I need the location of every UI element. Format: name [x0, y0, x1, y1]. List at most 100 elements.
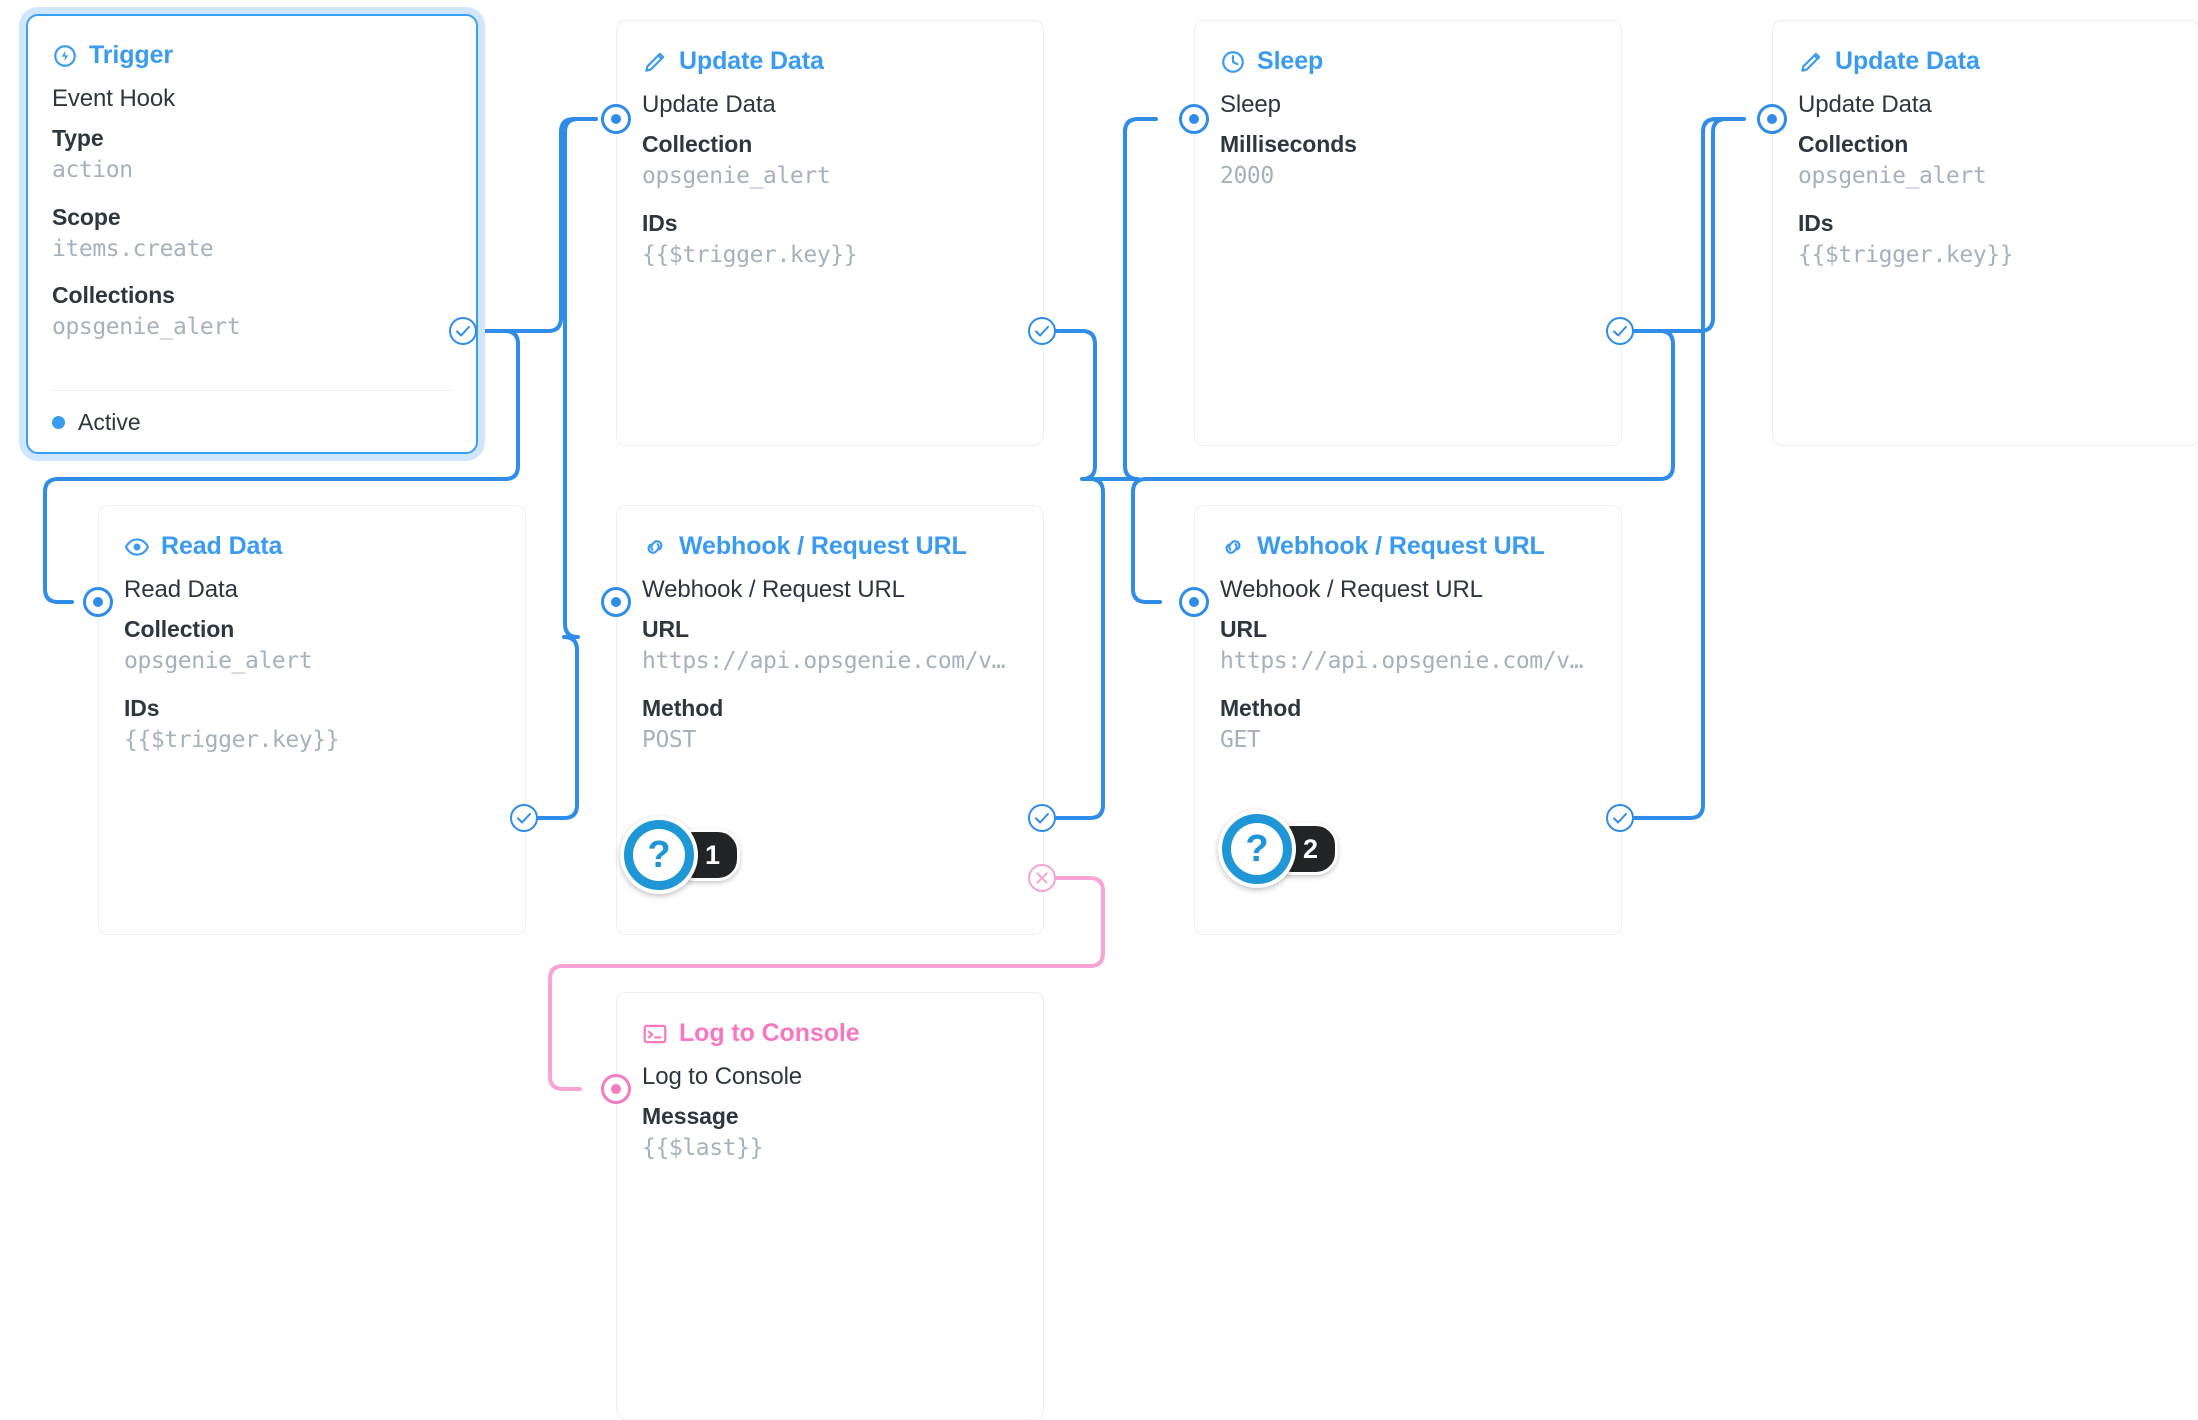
field-label: IDs [1798, 209, 1834, 236]
trigger-status-row: Active [52, 390, 452, 436]
lightning-circle-icon [52, 43, 78, 69]
field-url: URL https://api.opsgenie.com/v… [642, 614, 1018, 678]
field-label: URL [642, 616, 689, 643]
field-label: IDs [124, 694, 160, 721]
field-ids: IDs {{$trigger.key}} [642, 208, 1018, 272]
trigger-success-handle[interactable] [449, 317, 477, 345]
field-value: https://api.opsgenie.com/v… [642, 648, 1006, 675]
webhook-get-input-handle[interactable] [1179, 587, 1209, 617]
field-collection: Collection opsgenie_alert [124, 614, 500, 678]
field-label: Collection [124, 616, 235, 643]
field-milliseconds: Milliseconds 2000 [1220, 129, 1596, 193]
field-label: Message [642, 1103, 739, 1130]
field-label: Milliseconds [1220, 131, 1357, 158]
edge-read-data-to-webhook-post [536, 117, 598, 820]
sleep-node[interactable]: Sleep Sleep Milliseconds 2000 [1194, 20, 1622, 446]
pencil-icon [642, 49, 668, 75]
field-message: Message {{$last}} [642, 1101, 1018, 1165]
node-subtitle: Update Data [642, 91, 776, 118]
field-value: {{$trigger.key}} [642, 241, 858, 268]
edge-webhook-post-to-sleep-branch [1040, 477, 1105, 820]
field-label: Method [642, 694, 724, 721]
field-value: POST [642, 726, 696, 753]
update-data-2-node[interactable]: Update Data Update Data Collection opsge… [1772, 20, 2198, 446]
log-to-console-input-handle[interactable] [601, 1074, 631, 1104]
clock-icon [1220, 49, 1246, 75]
webhook-post-node-title: Webhook / Request URL [679, 532, 967, 560]
pencil-icon [1798, 49, 1824, 75]
update-data-1-node-title: Update Data [679, 47, 824, 75]
field-label: Scope [52, 203, 121, 230]
field-method: Method GET [1220, 693, 1596, 757]
webhook-post-success-handle[interactable] [1028, 804, 1056, 832]
log-to-console-node[interactable]: Log to Console Log to Console Message {{… [616, 992, 1044, 1420]
field-label: Collection [642, 131, 753, 158]
status-dot-icon [52, 416, 65, 429]
update-data-1-success-handle[interactable] [1028, 317, 1056, 345]
cursor-marker-1[interactable]: ? 1 [620, 816, 766, 894]
field-url: URL https://api.opsgenie.com/v… [1220, 614, 1596, 678]
read-data-node-title: Read Data [161, 532, 283, 560]
update-data-1-node[interactable]: Update Data Update Data Collection opsge… [616, 20, 1044, 446]
cursor-marker-2[interactable]: ? 2 [1218, 810, 1364, 888]
webhook-post-reject-handle[interactable] [1028, 864, 1056, 892]
trigger-node-body: Event Hook Type action Scope items.creat… [28, 70, 476, 345]
update-data-1-input-handle[interactable] [601, 104, 631, 134]
update-data-1-node-header: Update Data [617, 21, 1043, 76]
read-data-node-header: Read Data [99, 506, 525, 561]
webhook-get-node-body: Webhook / Request URL URL https://api.op… [1195, 561, 1621, 757]
log-to-console-node-title: Log to Console [679, 1019, 860, 1047]
sleep-node-header: Sleep [1195, 21, 1621, 76]
update-data-1-node-body: Update Data Collection opsgenie_alert ID… [617, 76, 1043, 272]
update-data-2-node-header: Update Data [1773, 21, 2198, 76]
node-subtitle: Sleep [1220, 91, 1281, 118]
field-label: URL [1220, 616, 1267, 643]
update-data-2-input-handle[interactable] [1757, 104, 1787, 134]
link-icon [642, 534, 668, 560]
read-data-node-body: Read Data Collection opsgenie_alert IDs … [99, 561, 525, 757]
field-value: {{$trigger.key}} [1798, 241, 2014, 268]
field-collection: Collection opsgenie_alert [1798, 129, 2174, 193]
log-to-console-node-header: Log to Console [617, 993, 1043, 1048]
sleep-success-handle[interactable] [1606, 317, 1634, 345]
node-subtitle: Webhook / Request URL [642, 576, 905, 603]
webhook-get-node-title: Webhook / Request URL [1257, 532, 1545, 560]
question-mark-icon: ? [620, 816, 698, 894]
webhook-get-success-handle[interactable] [1606, 804, 1634, 832]
webhook-post-input-handle[interactable] [601, 587, 631, 617]
marker-glyph: ? [633, 829, 685, 881]
node-subtitle: Webhook / Request URL [1220, 576, 1483, 603]
field-value: 2000 [1220, 163, 1274, 190]
edge-webhook-get-to-update-data-2 [1618, 117, 1742, 820]
trigger-field-type: Type action [52, 123, 451, 187]
update-data-2-node-title: Update Data [1835, 47, 1980, 75]
trigger-field-collections: Collections opsgenie_alert [52, 280, 451, 344]
trigger-node-header: Trigger [28, 16, 476, 70]
trigger-field-scope: Scope items.create [52, 202, 451, 266]
terminal-icon [642, 1021, 668, 1047]
trigger-node[interactable]: Trigger Event Hook Type action Scope ite… [26, 14, 478, 454]
field-value: opsgenie_alert [124, 648, 313, 675]
question-mark-icon: ? [1218, 810, 1296, 888]
field-method: Method POST [642, 693, 1018, 757]
read-data-input-handle[interactable] [83, 587, 113, 617]
read-data-success-handle[interactable] [510, 804, 538, 832]
field-label: Type [52, 125, 104, 152]
node-subtitle: Log to Console [642, 1063, 803, 1090]
field-value: action [52, 157, 133, 184]
trigger-event-hook-label: Event Hook [52, 85, 176, 112]
link-icon [1220, 534, 1246, 560]
sleep-input-handle[interactable] [1179, 104, 1209, 134]
node-subtitle: Update Data [1798, 91, 1932, 118]
field-value: opsgenie_alert [642, 163, 831, 190]
webhook-get-node-header: Webhook / Request URL [1195, 506, 1621, 561]
edge-trigger-to-update-data-1 [475, 117, 594, 333]
field-value: GET [1220, 726, 1261, 753]
field-label: Method [1220, 694, 1302, 721]
marker-glyph: ? [1231, 823, 1283, 875]
edge-sleep-to-update-data-2 [1618, 117, 1746, 333]
eye-icon [124, 534, 150, 560]
status-badge: Active [78, 409, 141, 435]
read-data-node[interactable]: Read Data Read Data Collection opsgenie_… [98, 505, 526, 935]
